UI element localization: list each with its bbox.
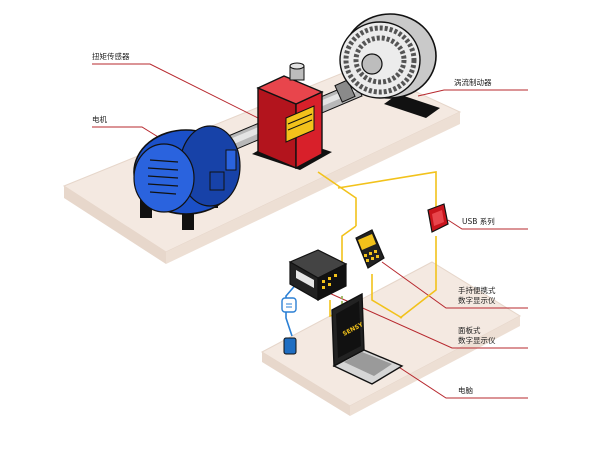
label-handheld-line1: 手持便携式 <box>458 286 496 295</box>
instrument-platform <box>260 261 522 416</box>
label-eddy-brake: 涡流制动器 <box>454 78 492 87</box>
label-panel-line1: 面板式 <box>458 326 481 335</box>
label-panel-line2: 数字显示仪 <box>458 336 496 345</box>
torque-sensor-icon <box>252 62 332 170</box>
label-torque-sensor: 扭矩传感器 <box>92 52 130 61</box>
eddy-current-brake-icon <box>339 13 440 118</box>
leader-computer <box>387 359 528 399</box>
label-usb: USB 系列 <box>462 217 495 226</box>
label-handheld-line2: 数字显示仪 <box>458 296 496 305</box>
leader-torque-sensor <box>92 63 263 121</box>
panel-display-icon <box>288 249 348 302</box>
power-plug-icon <box>281 297 297 355</box>
leader-usb <box>447 219 528 230</box>
signal-cables <box>317 171 437 319</box>
leader-handheld <box>381 261 528 309</box>
label-motor: 电机 <box>92 115 107 124</box>
usb-device-icon <box>427 203 449 233</box>
leader-eddy-brake <box>417 89 528 97</box>
motor-icon <box>133 125 241 230</box>
laptop-icon: SENSY <box>331 292 404 385</box>
handheld-display-icon <box>355 229 385 269</box>
label-computer: 电脑 <box>458 386 473 395</box>
